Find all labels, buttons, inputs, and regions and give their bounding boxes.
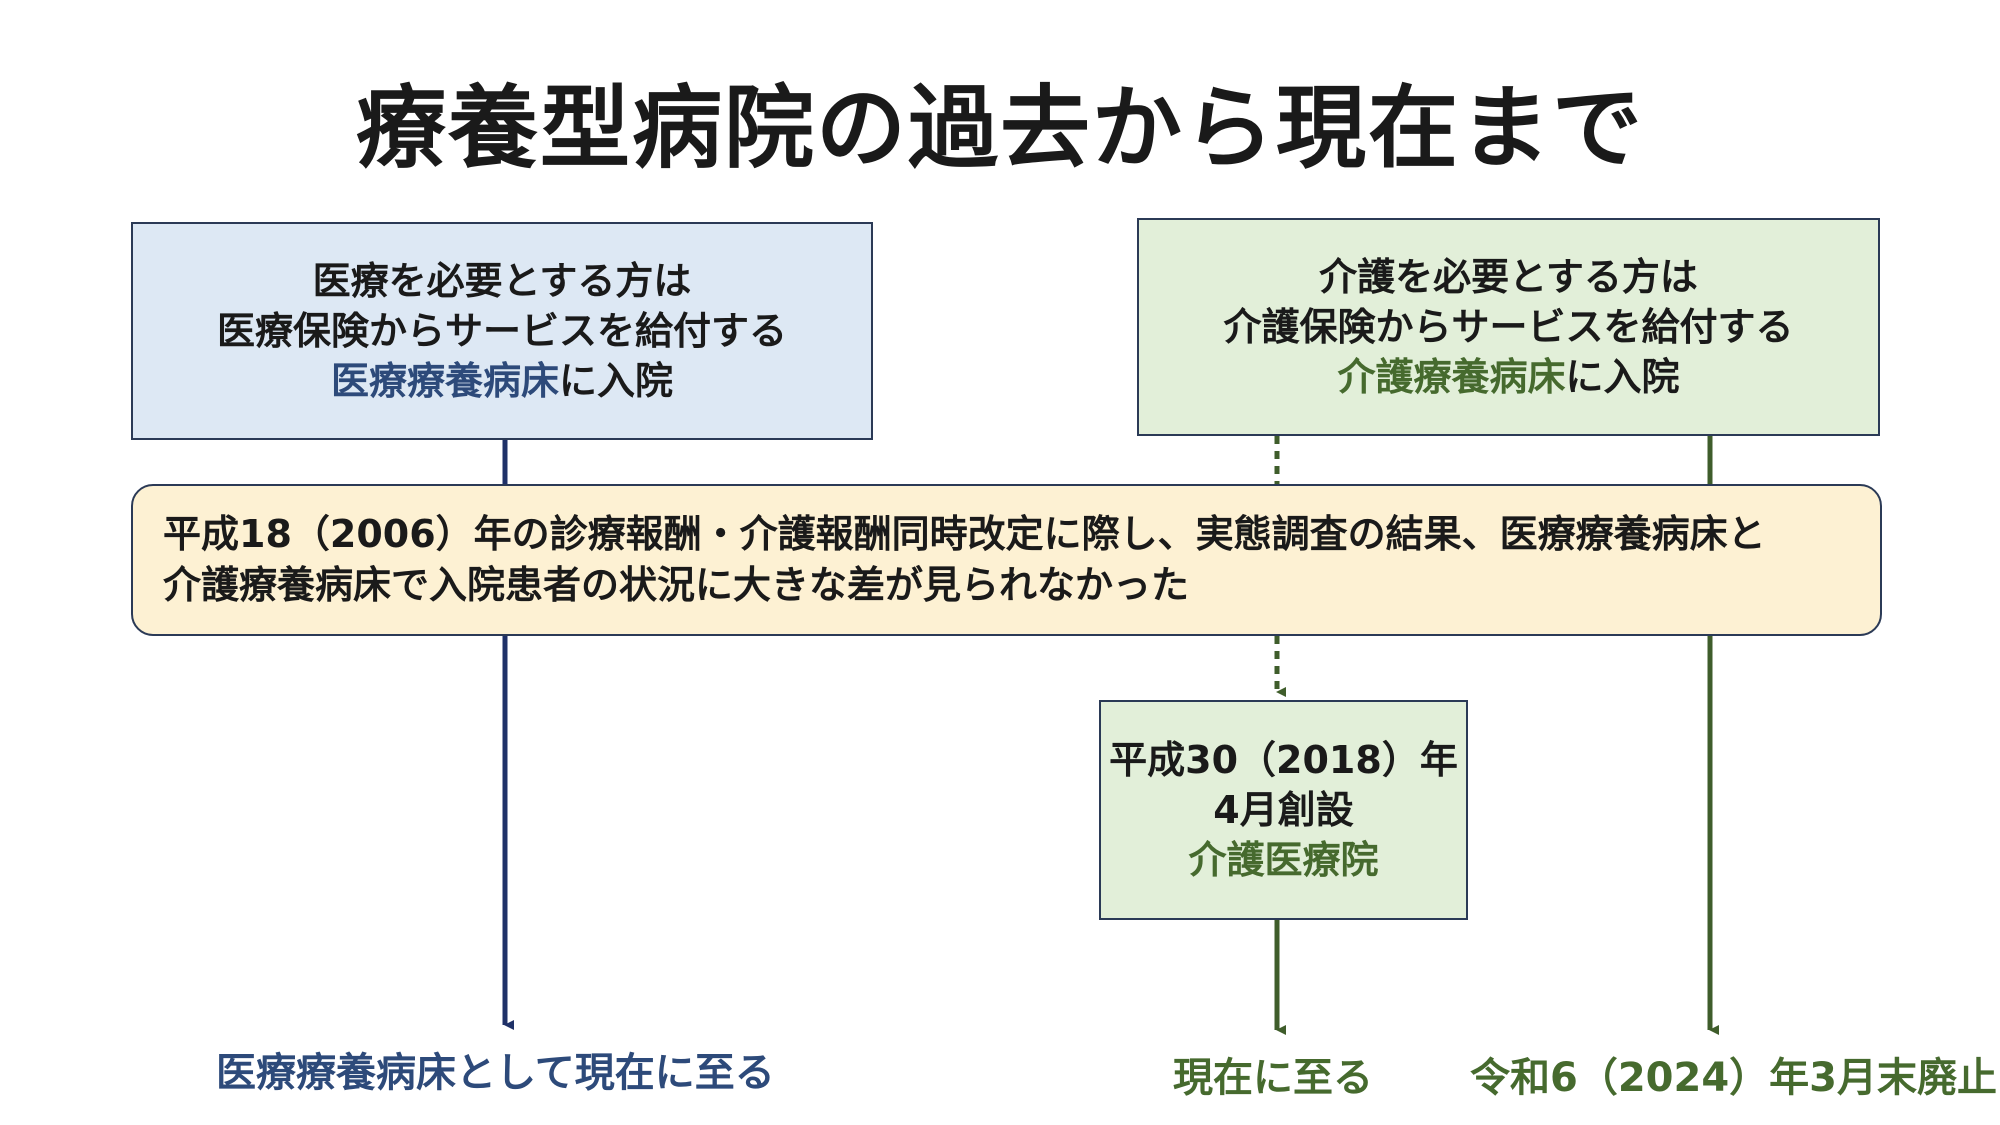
revision-box-line1: 平成18（2006）年の診療報酬・介護報酬同時改定に際し、実態調査の結果、医療療… [163, 511, 1766, 556]
founded-box-highlight: 介護医療院 [1188, 838, 1379, 883]
care-box-suffix: に入院 [1565, 355, 1680, 400]
care-box-line2: 介護保険からサービスを給付する [1223, 304, 1794, 349]
outcome-care-beds: 令和6（2024）年3月末廃止 [1470, 1055, 1997, 1101]
revision-box: 平成18（2006）年の診療報酬・介護報酬同時改定に際し、実態調査の結果、医療療… [131, 484, 1882, 636]
revision-box-line2: 介護療養病床で入院患者の状況に大きな差が見られなかった [163, 563, 1190, 607]
founded-box: 平成30（2018）年 4月創設 介護医療院 [1099, 700, 1468, 920]
founded-box-line2: 4月創設 [1213, 787, 1354, 832]
care-box-line1: 介護を必要とする方は [1319, 254, 1698, 299]
care-box-highlight: 介護療養病床 [1337, 355, 1566, 400]
care-box-line3: 介護療養病床に入院 [1337, 352, 1679, 402]
medical-box-line1: 医療を必要とする方は [312, 258, 692, 303]
medical-box: 医療を必要とする方は 医療保険からサービスを給付する 医療療養病床に入院 [131, 222, 873, 440]
page-title: 療養型病院の過去から現在まで [356, 76, 1644, 181]
outcome-care-hospital: 現在に至る [1173, 1055, 1373, 1101]
medical-box-suffix: に入院 [559, 359, 674, 404]
medical-box-line3: 医療療養病床に入院 [331, 356, 673, 406]
outcome-medical: 医療療養病床として現在に至る [216, 1050, 775, 1096]
care-box: 介護を必要とする方は 介護保険からサービスを給付する 介護療養病床に入院 [1137, 218, 1880, 436]
medical-box-line2: 医療保険からサービスを給付する [216, 308, 787, 353]
founded-box-line1: 平成30（2018）年 [1109, 737, 1458, 782]
medical-box-highlight: 医療療養病床 [330, 359, 559, 404]
